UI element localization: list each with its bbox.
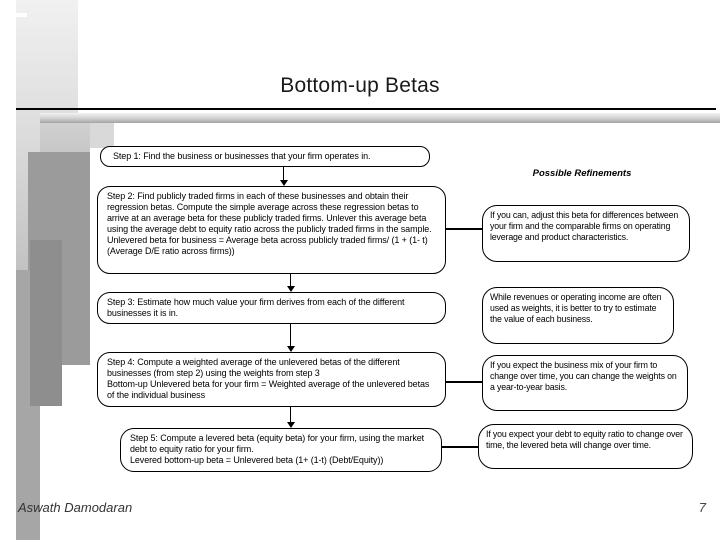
refinement-1-box: If you can, adjust this beta for differe… — [482, 205, 690, 262]
arrow-step4-to-step5 — [286, 407, 295, 428]
slide-title: Bottom-up Betas — [280, 74, 440, 97]
decoration-bar — [88, 118, 114, 148]
arrow-step2-to-step3 — [286, 274, 295, 292]
connector-step5-refinement4 — [442, 446, 478, 448]
decoration-bar — [30, 240, 62, 406]
arrow-step1-to-step2 — [279, 167, 288, 186]
refinement-2-box: While revenues or operating income are o… — [482, 287, 674, 344]
connector-step4-refinement3 — [446, 381, 482, 383]
step-1-box: Step 1: Find the business or businesses … — [100, 146, 430, 167]
arrow-step3-to-step4 — [286, 324, 295, 352]
refinements-heading: Possible Refinements — [532, 168, 632, 179]
arrow-down-icon — [279, 180, 288, 186]
title-shadow-bar — [40, 113, 720, 123]
step-5-box: Step 5: Compute a levered beta (equity b… — [120, 428, 442, 472]
refinement-4-box: If you expect your debt to equity ratio … — [478, 424, 693, 469]
decoration-dash — [16, 13, 27, 17]
refinement-3-box: If you expect the business mix of your f… — [482, 355, 688, 411]
connector-step2-refinement1 — [446, 228, 482, 230]
step-2-box: Step 2: Find publicly traded firms in ea… — [97, 186, 446, 274]
footer-page-number: 7 — [698, 500, 706, 515]
title-divider — [16, 108, 716, 110]
footer-author: Aswath Damodaran — [18, 500, 133, 515]
arrow-down-icon — [286, 286, 295, 292]
step-4-box: Step 4: Compute a weighted average of th… — [97, 352, 446, 407]
arrow-down-icon — [286, 346, 295, 352]
step-3-box: Step 3: Estimate how much value your fir… — [97, 292, 446, 324]
arrow-down-icon — [286, 422, 295, 428]
